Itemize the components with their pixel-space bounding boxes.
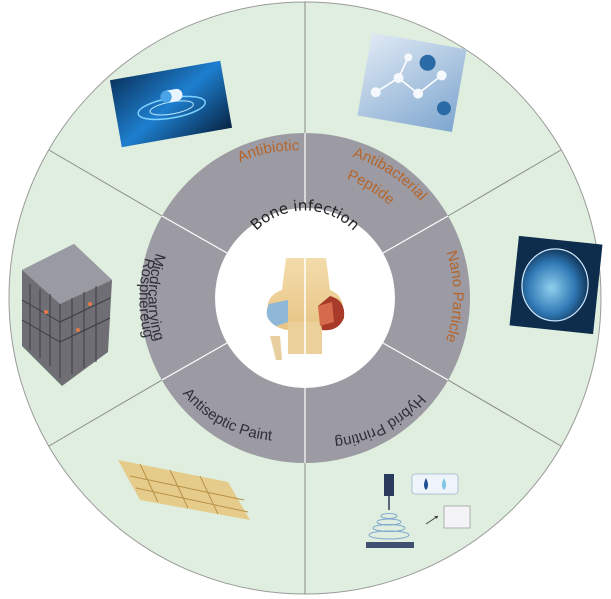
petri-dish-image <box>509 235 603 335</box>
middle-dividers <box>161 133 449 463</box>
molecule-virus-image <box>357 32 467 133</box>
mesh-sheet-image <box>118 460 250 520</box>
ring-label-rosphereug: Rosphereug <box>135 257 157 340</box>
lattice-scaffold-image <box>21 244 112 386</box>
knee-joint-icon <box>266 252 345 360</box>
outer-dividers <box>48 2 562 594</box>
capsule-tech-image <box>109 60 233 148</box>
bioprinter-image <box>366 473 471 548</box>
